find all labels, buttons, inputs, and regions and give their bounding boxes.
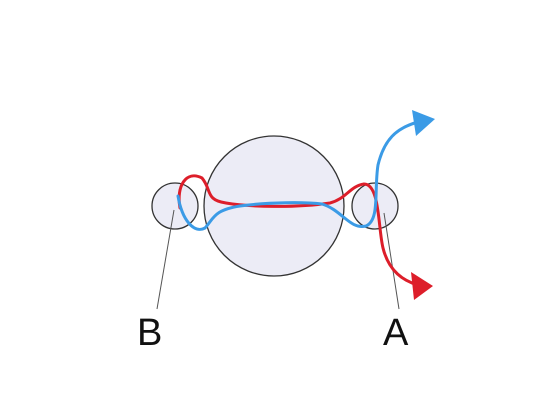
red-path: [177, 174, 420, 287]
blue-arrowhead: [412, 110, 435, 136]
leader-line-a: [383, 212, 400, 310]
red-arrowhead: [411, 272, 433, 300]
label-a: A: [383, 312, 409, 354]
leader-line-b: [156, 209, 175, 310]
blue-path: [176, 120, 420, 231]
left-circle-b: [151, 182, 199, 230]
label-b: B: [137, 312, 162, 354]
